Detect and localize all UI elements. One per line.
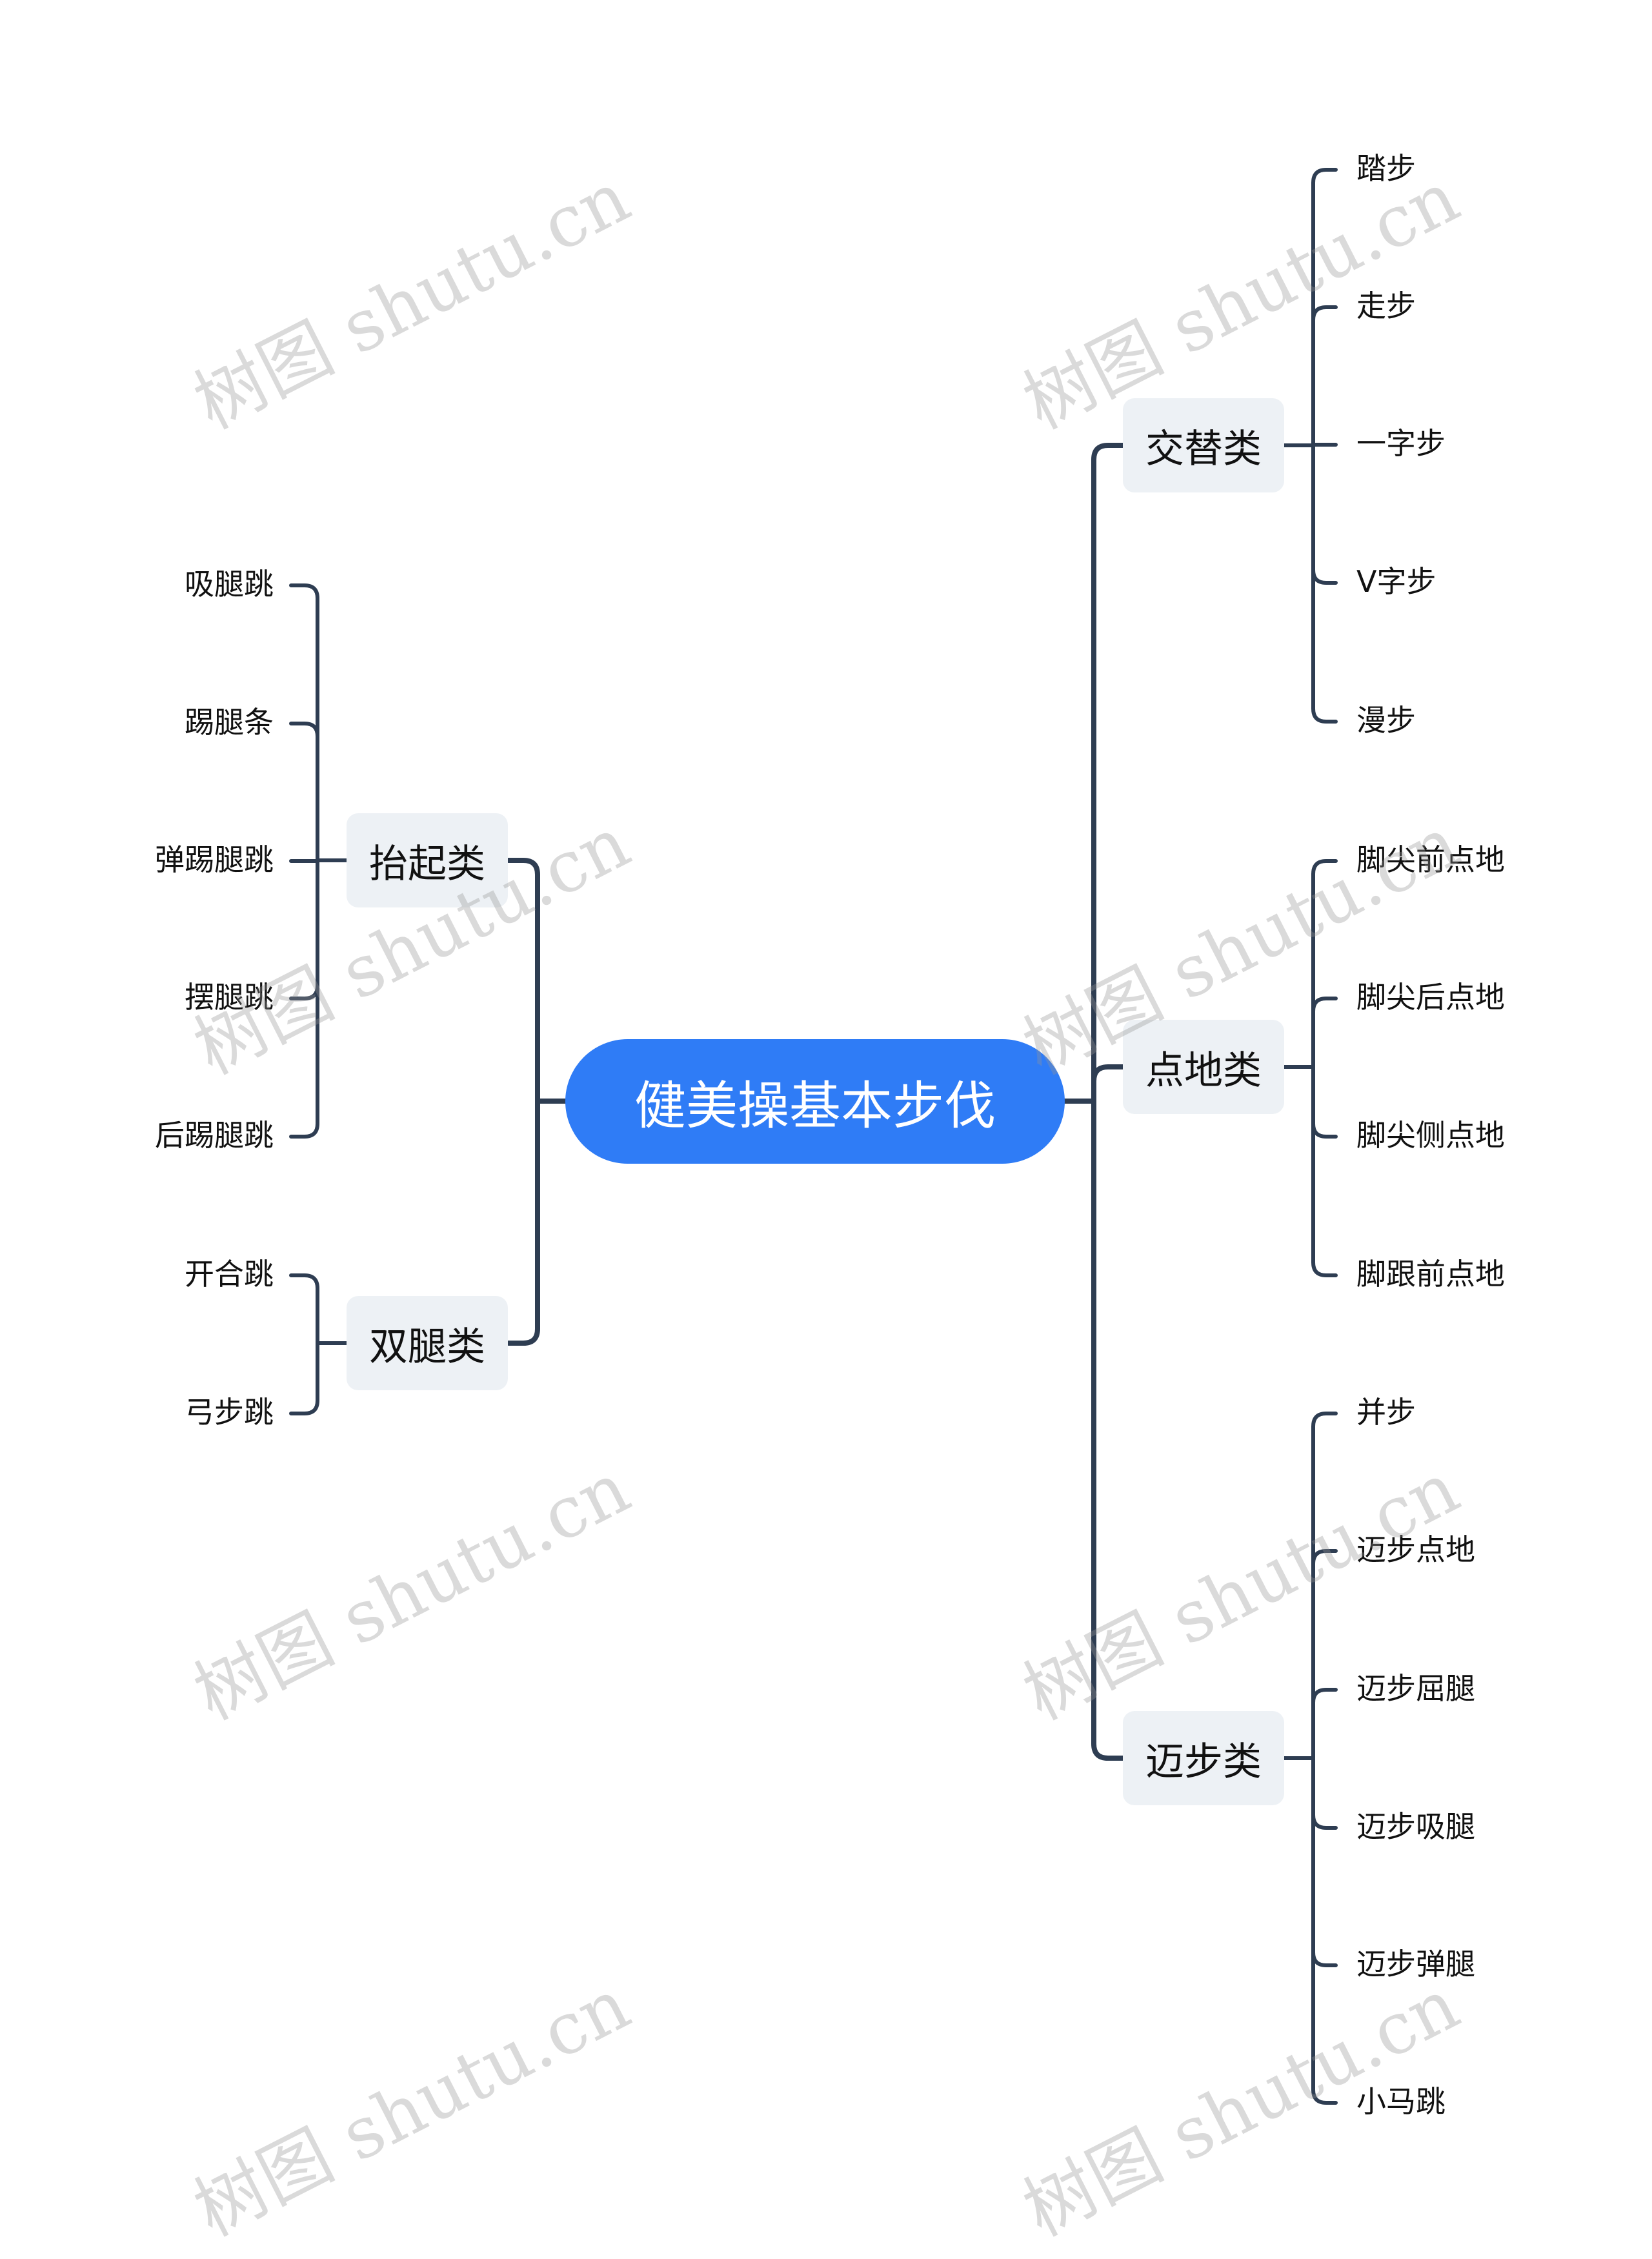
connector xyxy=(1311,1756,1338,1830)
leaf-node[interactable]: 开合跳 xyxy=(185,1257,274,1292)
leaf-node[interactable]: 弹踢腿跳 xyxy=(155,842,274,877)
leaf-node[interactable]: 后踢腿跳 xyxy=(155,1118,274,1153)
branch-node[interactable]: 交替类 xyxy=(1123,398,1284,492)
branch-node[interactable]: 迈步类 xyxy=(1123,1711,1284,1805)
connector xyxy=(1311,1756,1338,1967)
connector xyxy=(1311,443,1338,585)
root-node[interactable]: 健美操基本步伐 xyxy=(565,1039,1065,1164)
leaf-node[interactable]: 摆腿跳 xyxy=(185,980,274,1015)
connector xyxy=(289,858,319,1139)
connector xyxy=(1311,1412,1338,1760)
connector xyxy=(1311,1065,1338,1139)
connector xyxy=(289,583,319,862)
leaf-node[interactable]: 脚尖侧点地 xyxy=(1356,1118,1505,1153)
leaf-node[interactable]: 一字步 xyxy=(1356,426,1446,461)
branch-node[interactable]: 双腿类 xyxy=(347,1296,508,1390)
connector xyxy=(1311,1688,1338,1760)
connector xyxy=(1311,1065,1338,1277)
connector xyxy=(1311,1756,1338,2105)
leaf-node[interactable]: 弓步跳 xyxy=(185,1395,274,1430)
leaf-node[interactable]: 踢腿条 xyxy=(185,705,274,740)
leaf-node[interactable]: 吸腿跳 xyxy=(185,567,274,602)
leaf-node[interactable]: 迈步屈腿 xyxy=(1356,1671,1475,1706)
leaf-node[interactable]: 小马跳 xyxy=(1356,2084,1446,2119)
leaf-node[interactable]: 脚跟前点地 xyxy=(1356,1257,1505,1292)
connector xyxy=(506,858,540,1104)
leaf-node[interactable]: 迈步弹腿 xyxy=(1356,1947,1475,1981)
connector xyxy=(1311,443,1338,724)
leaf-node[interactable]: 踏步 xyxy=(1356,151,1416,186)
connector xyxy=(289,1341,319,1415)
leaf-node[interactable]: 脚尖前点地 xyxy=(1356,842,1505,877)
leaf-node[interactable]: 走步 xyxy=(1356,289,1416,323)
leaf-node[interactable]: 漫步 xyxy=(1356,703,1416,738)
connector xyxy=(1311,997,1338,1069)
connector xyxy=(289,858,319,1000)
leaf-node[interactable]: 迈步点地 xyxy=(1356,1532,1475,1567)
connector xyxy=(1091,1099,1125,1761)
connector xyxy=(506,1099,540,1346)
branch-node[interactable]: 抬起类 xyxy=(347,813,508,907)
leaf-node[interactable]: V字步 xyxy=(1356,564,1436,599)
connector xyxy=(1091,443,1125,1104)
connector xyxy=(289,1273,319,1345)
leaf-node[interactable]: 脚尖后点地 xyxy=(1356,980,1505,1015)
connector xyxy=(1311,305,1338,447)
connector xyxy=(1311,1549,1338,1760)
connector xyxy=(1311,859,1338,1069)
connector xyxy=(289,722,319,862)
leaf-node[interactable]: 并步 xyxy=(1356,1395,1416,1430)
connector xyxy=(1091,1064,1125,1104)
connector xyxy=(1311,168,1338,447)
leaf-node[interactable]: 迈步吸腿 xyxy=(1356,1809,1475,1844)
branch-node[interactable]: 点地类 xyxy=(1123,1020,1284,1114)
